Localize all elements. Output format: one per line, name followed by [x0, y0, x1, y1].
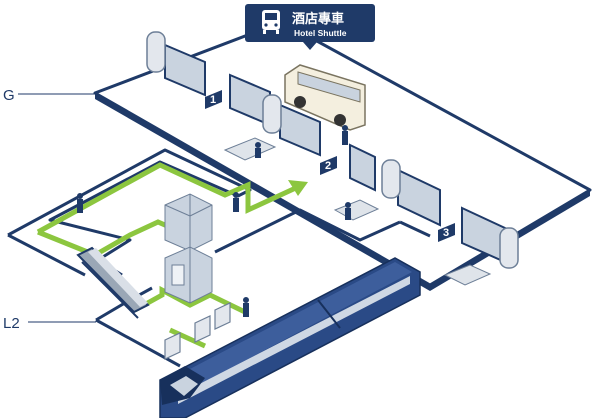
pillars	[146, 31, 519, 269]
callout-title-en: Hotel Shuttle	[294, 28, 347, 38]
hotel-shuttle-callout: 酒店專車 Hotel Shuttle	[245, 4, 375, 50]
train	[159, 257, 421, 418]
elevator-lower	[164, 246, 213, 304]
ground-level-label: G	[3, 87, 15, 104]
passengers	[77, 125, 351, 317]
svg-text:3: 3	[443, 227, 449, 239]
route-arrow	[288, 180, 308, 196]
ticket-gates	[164, 302, 231, 360]
callout-title-zh: 酒店專車	[292, 11, 344, 27]
l2-level-label: L2	[3, 315, 20, 332]
svg-text:2: 2	[325, 160, 331, 172]
svg-text:1: 1	[210, 94, 216, 106]
elevator-upper	[164, 193, 213, 252]
shuttle-bus	[284, 64, 366, 131]
bus-icon	[262, 10, 280, 34]
gate-badge-1: 1	[205, 90, 222, 109]
escalator	[76, 246, 150, 319]
gate-badge-3: 3	[438, 223, 455, 242]
gate-badge-2: 2	[320, 156, 337, 175]
